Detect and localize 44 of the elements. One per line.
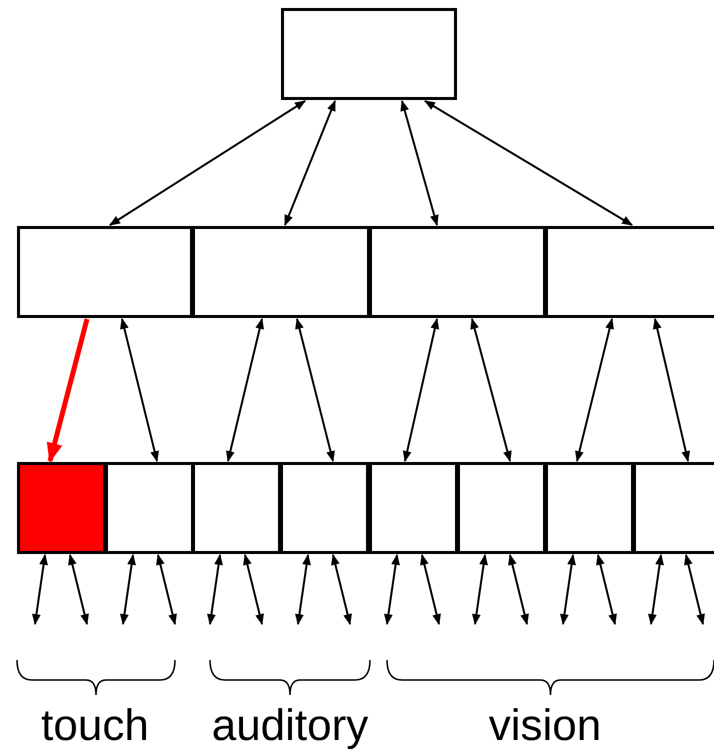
arrow — [652, 318, 690, 462]
arrow — [508, 554, 529, 626]
box — [545, 462, 634, 554]
arrow — [226, 318, 264, 462]
arrow — [109, 100, 306, 226]
group-label: auditory — [210, 700, 370, 752]
arrow — [32, 554, 48, 626]
box — [17, 226, 193, 318]
arrow — [120, 554, 136, 626]
arrow — [243, 554, 264, 626]
box — [545, 226, 714, 318]
box — [192, 226, 370, 318]
group-label: touch — [40, 700, 150, 752]
arrow — [472, 554, 488, 626]
arrow — [120, 318, 159, 462]
arrow — [46, 318, 90, 463]
arrow — [207, 554, 223, 626]
arrow — [596, 554, 617, 626]
arrow — [295, 318, 335, 462]
arrow — [470, 318, 512, 462]
box — [457, 462, 546, 554]
arrow — [384, 554, 400, 626]
box — [369, 226, 546, 318]
box — [369, 462, 458, 554]
arrow — [331, 554, 352, 626]
box — [192, 462, 281, 554]
arrow — [68, 554, 89, 626]
arrow — [284, 100, 336, 226]
arrow — [156, 554, 177, 626]
box — [281, 8, 457, 100]
arrow — [560, 554, 576, 626]
box — [17, 462, 106, 554]
arrow — [424, 100, 633, 226]
arrow — [400, 100, 439, 226]
group-label: vision — [488, 700, 602, 752]
box — [105, 462, 194, 554]
arrow — [684, 554, 705, 626]
arrow — [648, 554, 664, 626]
arrow — [295, 554, 311, 626]
box — [633, 462, 714, 554]
box — [280, 462, 369, 554]
arrow — [402, 318, 440, 462]
arrow — [575, 318, 614, 462]
arrow — [420, 554, 441, 626]
